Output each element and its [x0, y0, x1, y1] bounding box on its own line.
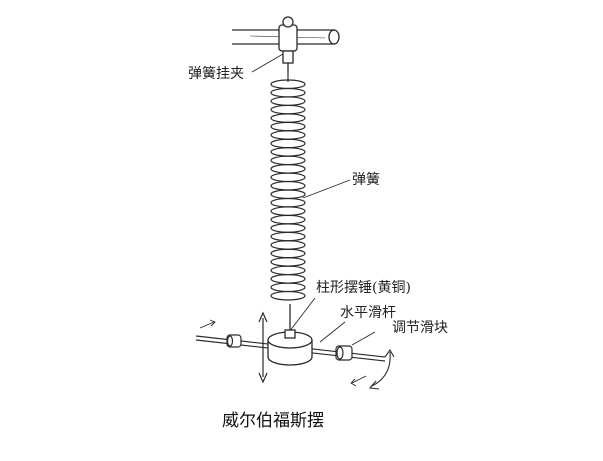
rotation-arrow — [368, 348, 395, 390]
label-horizontal-rod: 水平滑杆 — [340, 305, 396, 321]
label-bob: 柱形摆锤(黄铜) — [316, 280, 411, 296]
spring-clip — [278, 16, 298, 72]
spring-turn — [270, 121, 306, 132]
vertical-motion-arrow — [258, 311, 268, 384]
spring-turn — [270, 113, 306, 123]
spring-coil — [270, 72, 306, 301]
spring-turn — [270, 155, 306, 166]
spring-turn — [270, 104, 306, 115]
spring-turn — [270, 172, 306, 183]
spring-turn — [270, 189, 306, 200]
figure-caption: 威尔伯福斯摆 — [222, 411, 324, 431]
spring-turn — [270, 130, 306, 140]
left-slider — [226, 334, 242, 348]
spring-turn — [270, 96, 306, 106]
spring-turn — [270, 206, 306, 216]
spring-turn — [270, 87, 306, 98]
spring-turn — [270, 197, 306, 208]
spring-turn — [270, 274, 306, 284]
spring-turn — [270, 180, 306, 191]
leader-lines — [251, 53, 376, 346]
label-spring-clip: 弹簧挂夹 — [188, 66, 244, 82]
spring-turn — [270, 231, 306, 242]
spring-turn — [270, 257, 306, 267]
cylindrical-bob — [267, 304, 313, 366]
label-slider: 调节滑块 — [392, 320, 448, 336]
spring-turn — [270, 214, 306, 225]
spring-turn — [270, 223, 306, 233]
spring-turn — [270, 282, 306, 293]
spring-turn — [270, 147, 306, 157]
label-spring: 弹簧 — [352, 172, 380, 188]
right-slider — [335, 345, 353, 361]
spring-turn — [270, 265, 306, 276]
spring-turn — [270, 138, 306, 149]
spring-turn — [270, 240, 306, 250]
rod-direction-marks — [199, 319, 367, 387]
spring-turn — [270, 290, 306, 301]
spring-turn — [270, 164, 306, 174]
spring-turn — [270, 248, 306, 259]
